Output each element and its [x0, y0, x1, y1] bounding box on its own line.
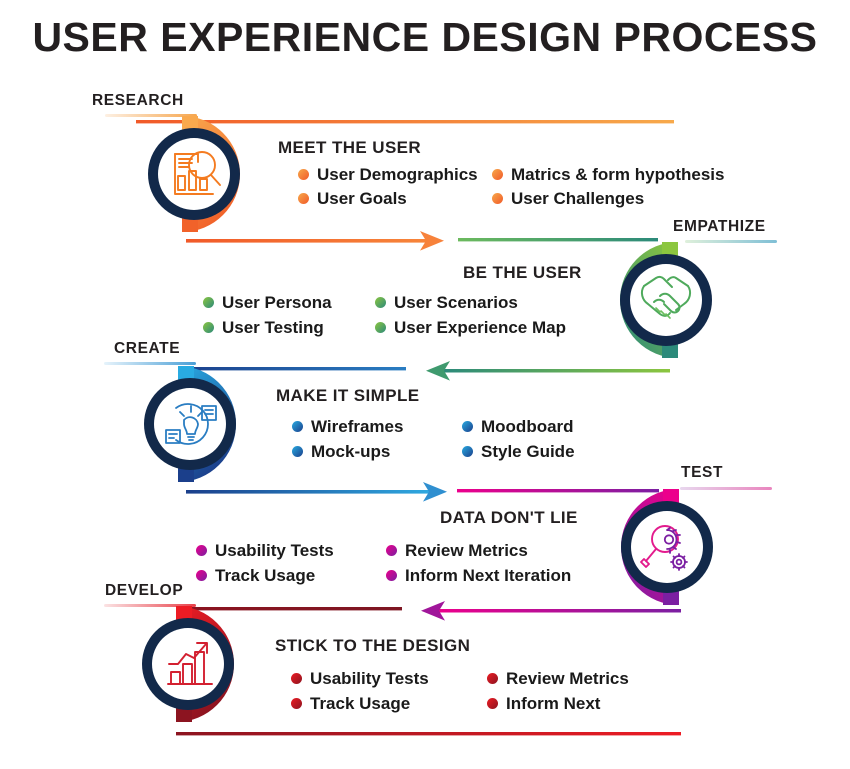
- bullet-dot-icon: [291, 698, 302, 709]
- connector-empathize-top: [458, 232, 678, 248]
- bullet-create-0: Wireframes: [292, 418, 403, 435]
- connector-develop-top: [176, 601, 416, 617]
- bullet-label: Inform Next Iteration: [405, 566, 572, 585]
- bullet-dot-icon: [292, 421, 303, 432]
- stage-underline-empathize: [685, 240, 777, 243]
- bullet-dot-icon: [487, 673, 498, 684]
- bullet-label: User Testing: [222, 318, 324, 337]
- stage-underline-test: [680, 487, 772, 490]
- bullet-develop-2: Review Metrics: [487, 670, 629, 687]
- bullet-develop-1: Track Usage: [291, 695, 410, 712]
- bullet-research-3: User Challenges: [492, 190, 644, 207]
- badge-test: [605, 485, 729, 609]
- bullet-research-2: Matrics & form hypothesis: [492, 166, 725, 183]
- connector-test-to-develop: [415, 598, 685, 626]
- bullet-label: User Challenges: [511, 189, 645, 208]
- bullet-label: Track Usage: [215, 566, 316, 585]
- bullet-label: Style Guide: [481, 442, 575, 461]
- bullet-label: Wireframes: [311, 417, 404, 436]
- connector-develop-bottom: [176, 726, 696, 742]
- bullet-develop-0: Usability Tests: [291, 670, 429, 687]
- bullet-dot-icon: [375, 322, 386, 333]
- bullet-test-1: Track Usage: [196, 567, 315, 584]
- bullet-research-0: User Demographics: [298, 166, 478, 183]
- connector-research-top: [136, 112, 676, 134]
- bullet-label: Matrics & form hypothesis: [511, 165, 725, 184]
- bullet-dot-icon: [203, 297, 214, 308]
- bullet-label: User Demographics: [317, 165, 478, 184]
- bullet-dot-icon: [386, 570, 397, 581]
- bullet-label: Moodboard: [481, 417, 574, 436]
- bullet-label: User Experience Map: [394, 318, 566, 337]
- bullet-dot-icon: [462, 446, 473, 457]
- connector-test-top: [457, 483, 677, 499]
- bullet-label: Inform Next: [506, 694, 601, 713]
- bullet-label: User Persona: [222, 293, 332, 312]
- bullet-label: Usability Tests: [310, 669, 429, 688]
- stage-underline-create: [104, 362, 196, 365]
- page-title: USER EXPERIENCE DESIGN PROCESS: [32, 14, 818, 60]
- bullet-dot-icon: [196, 545, 207, 556]
- heading-empathize: BE THE USER: [463, 263, 582, 282]
- connector-empathize-to-create: [420, 358, 680, 386]
- badge-create: [128, 362, 252, 486]
- bullet-label: Usability Tests: [215, 541, 334, 560]
- bullet-develop-3: Inform Next: [487, 695, 600, 712]
- bullet-dot-icon: [462, 421, 473, 432]
- bullet-test-3: Inform Next Iteration: [386, 567, 571, 584]
- bullet-dot-icon: [298, 169, 309, 180]
- bullet-dot-icon: [298, 193, 309, 204]
- bullet-dot-icon: [292, 446, 303, 457]
- bullet-label: Mock-ups: [311, 442, 391, 461]
- stage-label-research: RESEARCH: [92, 92, 184, 109]
- bullet-research-1: User Goals: [298, 190, 407, 207]
- bullet-dot-icon: [492, 169, 503, 180]
- bullet-create-3: Style Guide: [462, 443, 575, 460]
- bullet-label: User Goals: [317, 189, 407, 208]
- bullet-dot-icon: [386, 545, 397, 556]
- heading-test: DATA DON'T LIE: [440, 508, 578, 527]
- stage-label-test: TEST: [681, 464, 724, 481]
- bullet-label: Track Usage: [310, 694, 411, 713]
- bullet-test-2: Review Metrics: [386, 542, 528, 559]
- connector-research-to-empathize: [186, 228, 456, 256]
- bullet-label: Review Metrics: [506, 669, 629, 688]
- stage-label-create: CREATE: [114, 340, 181, 357]
- bullet-empathize-3: User Experience Map: [375, 319, 566, 336]
- bullet-empathize-1: User Testing: [203, 319, 324, 336]
- stage-label-empathize: EMPATHIZE: [673, 218, 766, 235]
- bullet-dot-icon: [492, 193, 503, 204]
- stage-label-develop: DEVELOP: [105, 582, 184, 599]
- connector-create-to-test: [186, 479, 456, 507]
- bullet-dot-icon: [375, 297, 386, 308]
- stage-underline-research: [105, 114, 197, 117]
- heading-develop: STICK TO THE DESIGN: [275, 636, 471, 655]
- heading-create: MAKE IT SIMPLE: [276, 386, 420, 405]
- badge-empathize: [604, 238, 728, 362]
- bullet-test-0: Usability Tests: [196, 542, 334, 559]
- stage-underline-develop: [104, 604, 196, 607]
- bullet-dot-icon: [291, 673, 302, 684]
- bullet-dot-icon: [487, 698, 498, 709]
- bullet-dot-icon: [203, 322, 214, 333]
- badge-develop: [126, 602, 250, 726]
- connector-create-top: [178, 361, 418, 377]
- badge-research: [132, 112, 256, 236]
- bullet-empathize-0: User Persona: [203, 294, 332, 311]
- bullet-label: User Scenarios: [394, 293, 518, 312]
- bullet-label: Review Metrics: [405, 541, 528, 560]
- heading-research: MEET THE USER: [278, 138, 422, 157]
- bullet-dot-icon: [196, 570, 207, 581]
- bullet-empathize-2: User Scenarios: [375, 294, 518, 311]
- bullet-create-2: Moodboard: [462, 418, 574, 435]
- bullet-create-1: Mock-ups: [292, 443, 390, 460]
